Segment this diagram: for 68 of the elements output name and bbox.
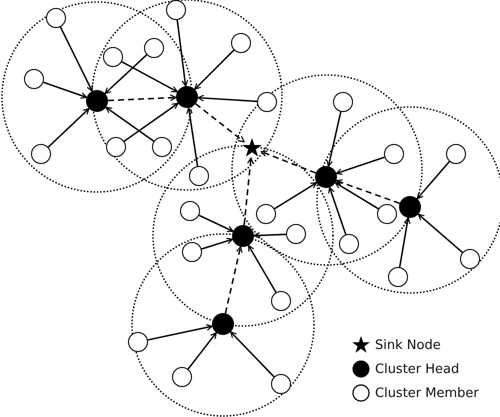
arrow [274, 182, 318, 210]
arrow [230, 331, 275, 378]
member-node [24, 69, 44, 89]
arrow [188, 332, 217, 370]
head-node [176, 86, 198, 108]
member-node [388, 267, 408, 287]
arrow [201, 238, 234, 250]
arrow [418, 214, 463, 254]
legend-label: Sink Node [375, 338, 441, 352]
sink-star [242, 138, 262, 158]
arrow [197, 94, 258, 102]
member-node [172, 367, 192, 387]
member-node [152, 137, 172, 157]
arrow [398, 217, 411, 268]
legend-label: Cluster Member [375, 386, 479, 400]
arrow [248, 244, 277, 293]
member-node [271, 374, 291, 394]
member-node [377, 204, 397, 224]
member-node [128, 332, 148, 352]
legend-label: Cluster Head [375, 362, 460, 376]
arrow [105, 106, 154, 142]
member-node [182, 242, 202, 262]
arrow [124, 102, 179, 142]
member-node [286, 224, 306, 244]
member-node [256, 204, 276, 224]
head-node [212, 313, 234, 335]
member-node [271, 291, 291, 311]
head-node [232, 225, 254, 247]
member-node [384, 144, 404, 164]
member-node [106, 137, 126, 157]
head-node [315, 166, 337, 188]
arrow [60, 26, 93, 92]
arrow [48, 108, 90, 148]
arrow [326, 112, 342, 167]
arrow [104, 54, 148, 94]
dashed-arrow [336, 179, 400, 204]
arrow [253, 232, 286, 239]
member-node [144, 38, 164, 58]
arrow [336, 156, 385, 175]
member-node [231, 33, 251, 53]
head-node [399, 196, 421, 218]
arrow [186, 107, 198, 166]
arrow [334, 182, 379, 210]
arrow [148, 324, 213, 341]
arrow [198, 214, 234, 232]
arrow [328, 186, 346, 235]
dashed-arrow [243, 157, 254, 226]
arrow [176, 20, 188, 87]
member-node [339, 234, 359, 254]
member-node [460, 249, 480, 269]
arrow [194, 50, 234, 90]
arrow [121, 61, 178, 92]
member-node [333, 92, 353, 112]
member-node [166, 0, 186, 20]
member-node [180, 201, 200, 221]
member-node [46, 8, 66, 28]
member-node [446, 144, 466, 164]
dashed-arrow [108, 94, 177, 102]
member-node [257, 92, 277, 112]
member-node [31, 144, 51, 164]
dashed-arrow [224, 246, 243, 314]
dashed-arrow [260, 150, 316, 174]
member-node [103, 47, 123, 67]
arrow [416, 161, 450, 200]
head-node [86, 90, 108, 112]
member-node [189, 166, 209, 186]
arrow [43, 82, 88, 99]
dashed-arrow [195, 103, 245, 142]
